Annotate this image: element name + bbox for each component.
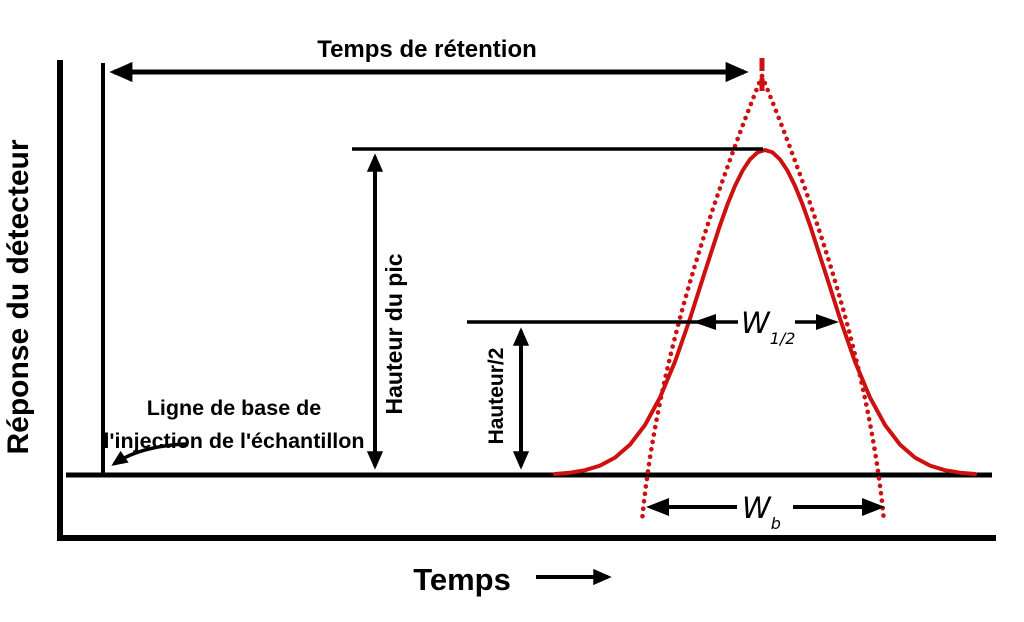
half-height-label: Hauteur/2 (485, 348, 508, 445)
w-half-symbol: W (741, 306, 771, 340)
w-half-left-arrowhead (693, 314, 716, 330)
injection-pointer-arrow (111, 442, 187, 466)
w-half-subscript: 1/2 (770, 329, 796, 348)
gaussian-peak-curve (553, 148, 977, 476)
w-base-right-arrowhead (862, 498, 885, 516)
w-half-label: W1/2 (741, 306, 795, 348)
x-axis-label: Temps (413, 562, 511, 597)
tangent-dotted-left (639, 73, 765, 524)
w-base-label: Wb (742, 491, 781, 533)
w-base-left-arrowhead (646, 498, 669, 516)
w-base-symbol: W (742, 491, 772, 525)
retention-time-label: Temps de rétention (317, 36, 537, 63)
tangent-dotted-right (759, 73, 887, 524)
w-base-subscript: b (771, 514, 781, 533)
peak-height-label: Hauteur du pic (381, 253, 407, 414)
w-half-right-arrowhead (816, 314, 839, 330)
y-axis-label: Réponse du détecteur (2, 139, 35, 454)
baseline-caption-line1: Ligne de base de (147, 396, 321, 420)
